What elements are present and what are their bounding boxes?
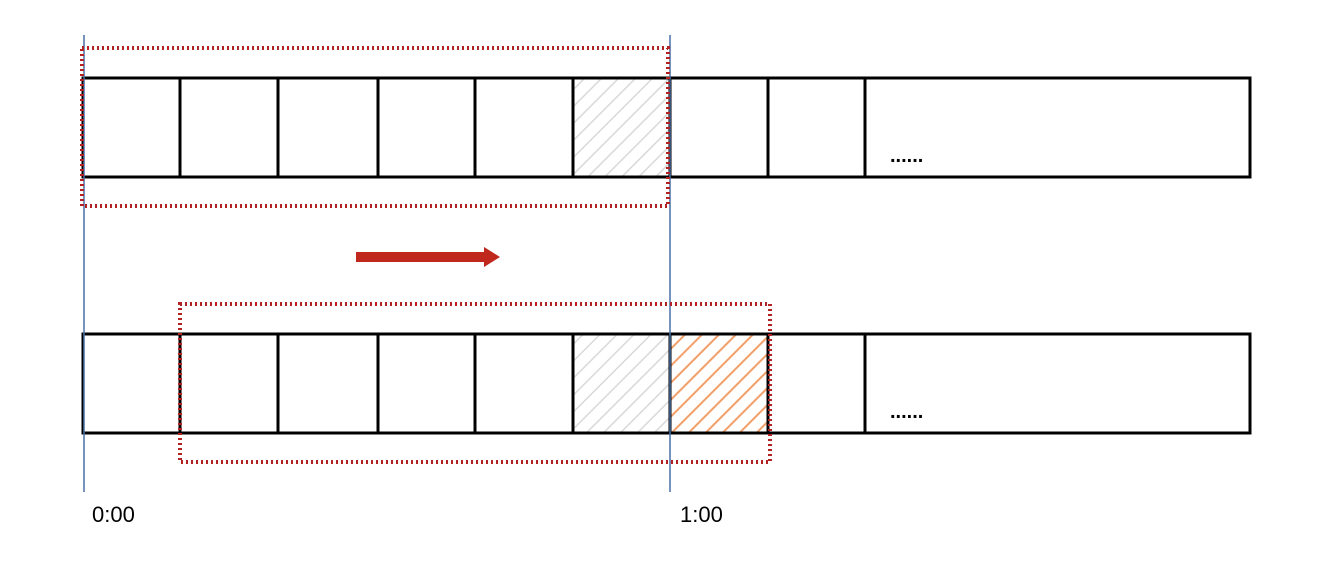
row-before-cell-1 bbox=[81, 76, 182, 179]
slide-right-arrow-icon bbox=[356, 247, 500, 267]
row-before-cell-7 bbox=[668, 76, 770, 179]
row-after-cell-1 bbox=[81, 332, 182, 435]
row-before-cell-4 bbox=[376, 76, 477, 179]
time-label-end: 1:00 bbox=[680, 502, 723, 527]
row-before-cell-5 bbox=[473, 76, 575, 179]
row-after-cell-9 bbox=[863, 332, 1252, 435]
row-after-cell-4 bbox=[376, 332, 477, 435]
row-before-cell-8 bbox=[766, 76, 867, 179]
row-after-ellipsis: ...... bbox=[890, 401, 923, 423]
row-before-cell-9 bbox=[863, 76, 1252, 179]
row-after-cell-3 bbox=[276, 332, 380, 435]
row-before-cell-6-previous-slot bbox=[571, 76, 672, 179]
row-after-cell-8 bbox=[766, 332, 867, 435]
row-after-cell-7-new-slot bbox=[668, 332, 770, 435]
row-before-cell-3 bbox=[276, 76, 380, 179]
row-before: ...... bbox=[81, 76, 1252, 179]
row-after-cell-6-previous-slot bbox=[571, 332, 672, 435]
row-after: ...... bbox=[81, 332, 1252, 435]
row-after-cell-2 bbox=[178, 332, 280, 435]
row-after-cell-5 bbox=[473, 332, 575, 435]
window-before-outline bbox=[80, 46, 670, 208]
row-before-ellipsis: ...... bbox=[890, 145, 923, 167]
window-after-outline bbox=[178, 302, 772, 464]
row-before-cell-2 bbox=[178, 76, 280, 179]
time-label-start: 0:00 bbox=[92, 502, 135, 527]
